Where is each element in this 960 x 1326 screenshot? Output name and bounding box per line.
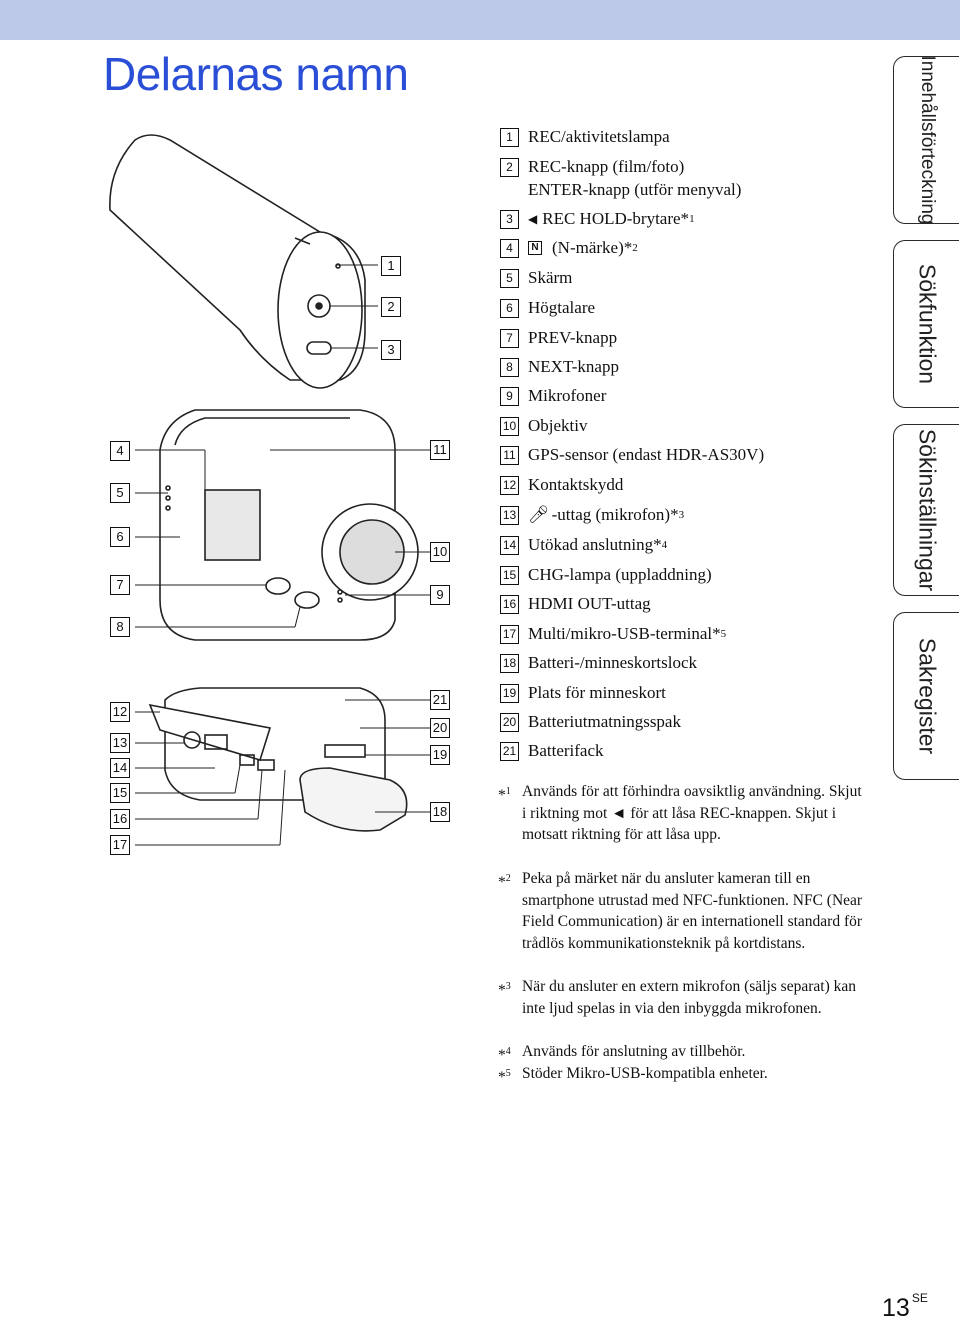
footnote-2: *2 Peka på märket när du ansluter kamera… xyxy=(498,870,863,952)
item-number: 17 xyxy=(500,624,519,644)
item-number: 2 xyxy=(500,157,519,177)
left-triangle-icon: ◀ xyxy=(528,211,538,226)
battery-cover-drawing xyxy=(299,767,408,832)
callout-3: 3 xyxy=(381,340,401,360)
item-number: 15 xyxy=(500,565,519,585)
item-number: 5 xyxy=(500,268,519,288)
callout-4: 4 xyxy=(110,441,130,461)
camera-side-body xyxy=(159,409,396,641)
item-number: 4 xyxy=(500,238,519,258)
top-banner xyxy=(0,0,960,40)
callout-1: 1 xyxy=(381,256,401,276)
connector-cover-drawing xyxy=(148,703,272,761)
camera-rear-face xyxy=(277,231,363,389)
callout-12: 12 xyxy=(110,702,130,722)
callout-14: 14 xyxy=(110,758,130,778)
footnote-4: *4 Används för anslutning av tillbehör. xyxy=(498,1043,746,1065)
callout-18: 18 xyxy=(430,802,450,822)
item-number: 12 xyxy=(500,475,519,495)
item-number: 19 xyxy=(500,683,519,703)
footnote-1: *1 Används för att förhindra oavsiktlig … xyxy=(498,783,862,843)
camera-diagram xyxy=(109,134,430,846)
item-number: 1 xyxy=(500,127,519,147)
callout-17: 17 xyxy=(110,835,130,855)
callout-6: 6 xyxy=(110,527,130,547)
callout-20: 20 xyxy=(430,718,450,738)
microphone-icon: 🎤︎ xyxy=(528,505,550,524)
callout-9: 9 xyxy=(430,585,450,605)
callout-5: 5 xyxy=(110,483,130,503)
tab-sakregister[interactable]: Sakregister xyxy=(893,612,959,780)
item-number: 14 xyxy=(500,535,519,555)
item-number: 10 xyxy=(500,416,519,436)
tab-innehallsforteckning[interactable]: Innehållsförteckning xyxy=(893,56,959,225)
item-number: 7 xyxy=(500,328,519,348)
screen-drawing xyxy=(204,489,261,561)
callout-8: 8 xyxy=(110,617,130,637)
nfc-n-mark-icon: N xyxy=(528,241,542,255)
callout-10: 10 xyxy=(430,542,450,562)
item-number: 18 xyxy=(500,653,519,673)
callout-7: 7 xyxy=(110,575,130,595)
item-number: 9 xyxy=(500,386,519,406)
camera-rear-body xyxy=(109,134,366,381)
item-number: 16 xyxy=(500,594,519,614)
item-number: 3 xyxy=(500,209,519,229)
footnote-5: *5 Stöder Mikro-USB-kompatibla enheter. xyxy=(498,1065,768,1087)
footnote-3: *3 När du ansluter en extern mikrofon (s… xyxy=(498,978,856,1017)
list-item: ENTER-knapp (utför menyval) xyxy=(528,180,742,199)
callout-13: 13 xyxy=(110,733,130,753)
callout-19: 19 xyxy=(430,745,450,765)
callout-11: 11 xyxy=(430,440,450,460)
callout-15: 15 xyxy=(110,783,130,803)
callout-2: 2 xyxy=(381,297,401,317)
next-button-drawing xyxy=(294,591,320,609)
item-number: 11 xyxy=(500,445,519,465)
tab-sokfunktion[interactable]: Sökfunktion xyxy=(893,240,959,408)
callout-21: 21 xyxy=(430,690,450,710)
tab-sokinstallningar[interactable]: Sökinställningar xyxy=(893,424,959,596)
item-number: 20 xyxy=(500,712,519,732)
list-item: 13🎤︎-uttag (mikrofon)*3 xyxy=(500,502,684,528)
callout-16: 16 xyxy=(110,809,130,829)
item-number: 6 xyxy=(500,298,519,318)
item-number: 21 xyxy=(500,741,519,761)
item-number: 13 xyxy=(500,505,519,525)
list-item: 3◀REC HOLD-brytare*1 xyxy=(500,206,695,232)
prev-button-drawing xyxy=(265,577,291,595)
item-number: 8 xyxy=(500,357,519,377)
page-title: Delarnas namn xyxy=(103,48,409,100)
